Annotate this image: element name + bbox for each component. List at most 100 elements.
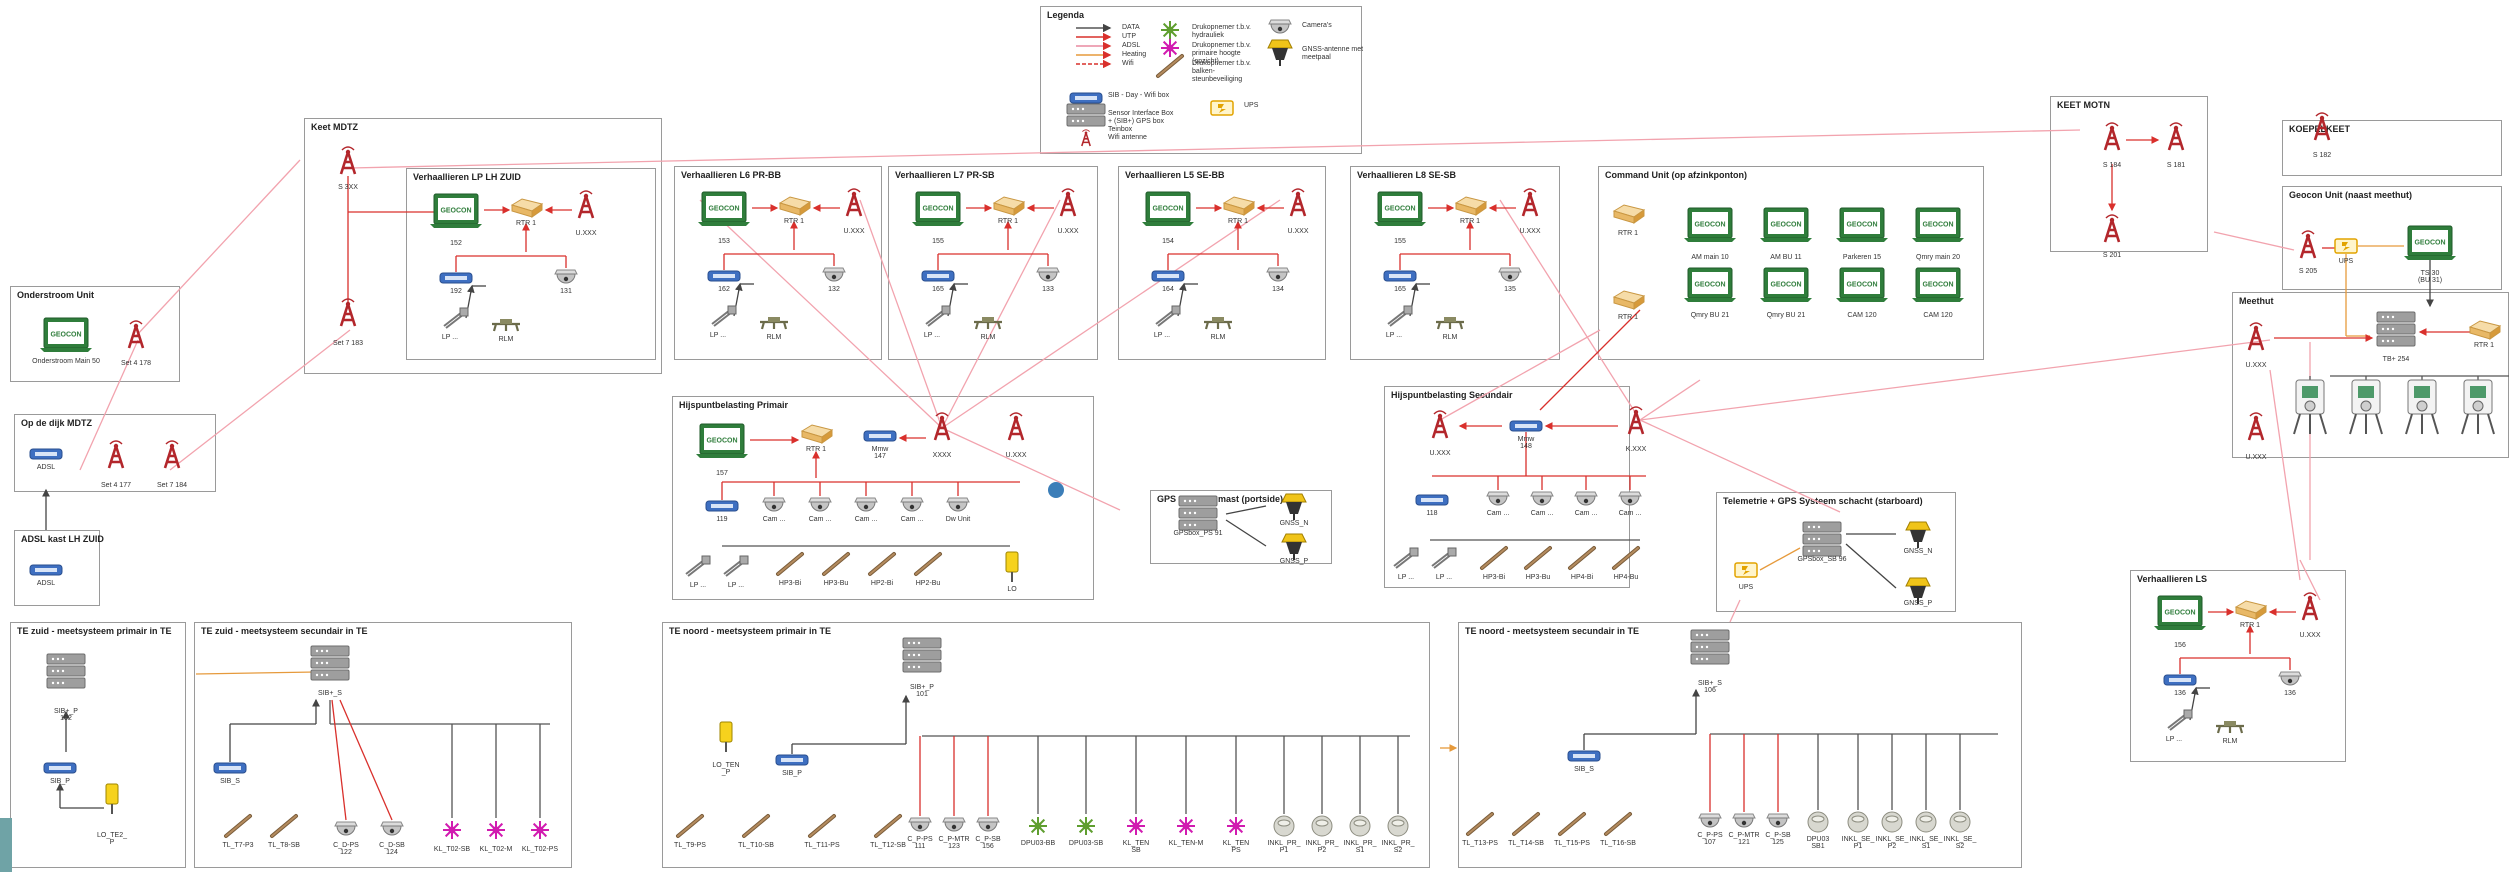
router-icon: [510, 198, 544, 218]
box-title: Telemetrie + GPS Systeem schacht (starbo…: [1723, 496, 1923, 506]
legend-symbol-label: Drukopnemer t.b.v. primaire hoogte (opzi…: [1192, 42, 1252, 65]
node-label: KL_T02-SB: [433, 846, 471, 853]
geocon-laptop-icon: GEOCON: [1836, 207, 1888, 242]
dome-camera-icon: [1618, 491, 1642, 506]
connection-line: [1225, 505, 1267, 515]
connection-line: [1729, 599, 1741, 623]
geocon-laptop-icon: GEOCON: [1760, 267, 1812, 302]
node-label: INKL_SE_S2: [1943, 836, 1977, 850]
node-label: GNSS_P: [1279, 558, 1309, 565]
pressure-sensor-magenta-icon: [487, 821, 505, 839]
router-icon: [1612, 290, 1646, 310]
sib-box-icon: [1567, 750, 1601, 762]
node-label: TL_T9-PS: [674, 842, 706, 849]
total-station-icon: [2461, 379, 2495, 435]
node-label: LP ...: [1385, 332, 1403, 339]
node-label: 156: [2174, 642, 2186, 649]
node-label: LP ...: [1397, 574, 1415, 581]
level-sensor-icon: [719, 721, 733, 752]
sib-box-icon: [1069, 92, 1103, 104]
dome-camera-icon: [808, 497, 832, 512]
dome-camera-icon: [900, 497, 924, 512]
wifi-antenna-icon: [1081, 129, 1091, 147]
node-label: LP ...: [1435, 574, 1453, 581]
geocon-unit-box: Geocon Unit (naast meethut): [2282, 186, 2502, 290]
node-label: INKL_PR_P2: [1305, 840, 1339, 854]
box-title: Verhaallieren L5 SE-BB: [1125, 170, 1225, 180]
dome-camera-icon: [1486, 491, 1510, 506]
node-label: ADSL: [36, 464, 56, 471]
gnss-antenna-icon: [1905, 577, 1931, 604]
lp-sensor-icon: [1387, 305, 1413, 327]
connection-line: [339, 699, 393, 821]
wifi-antenna-icon: [2313, 112, 2331, 141]
legend-symbol-label: Drukopnemer t.b.v. hydrauliek: [1192, 24, 1252, 39]
node-label: RTR 1: [1227, 218, 1249, 225]
node-label: U.XXX: [2299, 632, 2321, 639]
inclinometer-icon: [1273, 815, 1295, 837]
box-title: Hijspuntbelasting Secundair: [1391, 390, 1513, 400]
lp-sensor-icon: [711, 305, 737, 327]
node-label: SIB_S: [220, 778, 240, 785]
node-label: Onderstroom Main 50: [32, 358, 100, 365]
rlm-sensor-icon: [974, 317, 1002, 330]
sib-box-icon: [1151, 270, 1185, 282]
dome-camera-icon: [1266, 267, 1290, 282]
ups-icon: [2334, 238, 2358, 254]
node-label: CAM 120: [1847, 312, 1877, 319]
strain-gauge-icon: [224, 814, 252, 838]
node-label: UPS: [2338, 258, 2354, 265]
legend-symbol-label: Sensor Interface Box + (SIB+) GPS box Te…: [1108, 110, 1174, 133]
node-label: KL_T02-M: [479, 846, 513, 853]
router-icon: [1222, 196, 1256, 216]
box-title: TE noord - meetsysteem secundair in TE: [1465, 626, 1640, 636]
sib-box-icon: [1383, 270, 1417, 282]
node-label: 132: [828, 286, 840, 293]
box-title: GPS Systeem mast (portside): [1157, 494, 1284, 504]
legend-title: Legenda: [1047, 10, 1085, 20]
dome-camera-icon: [1268, 19, 1292, 34]
wifi-antenna-icon: [1059, 188, 1077, 217]
geocon-laptop-icon: GEOCON: [1912, 267, 1964, 302]
node-label: 136: [2174, 690, 2186, 697]
rlm-sensor-icon: [1204, 317, 1232, 330]
wifi-antenna-icon: [845, 188, 863, 217]
legend-symbol-label: SIB - Day - Wifi box: [1108, 92, 1170, 99]
sib-box-icon: [29, 448, 63, 460]
wifi-link: [859, 199, 943, 429]
strain-gauge-icon: [1568, 546, 1596, 570]
server-box-icon: [1690, 629, 1730, 665]
wifi-antenna-icon: [2167, 122, 2185, 151]
box-title: TE zuid - meetsysteem secundair in TE: [201, 626, 368, 636]
node-label: INKL_PR_S1: [1343, 840, 1377, 854]
connection-line: [331, 699, 347, 821]
wifi-antenna-icon: [1007, 412, 1025, 441]
wifi-link: [1639, 379, 1701, 421]
dome-camera-icon: [1732, 813, 1756, 828]
pressure-sensor-magenta-icon: [1161, 39, 1179, 57]
node-label: LP ...: [1153, 332, 1171, 339]
wifi-link: [699, 199, 943, 429]
node-label: RLM: [766, 334, 782, 341]
node-label: HP3-Bi: [1482, 574, 1506, 581]
lp-sensor-icon: [443, 307, 469, 329]
strain-gauge-icon: [1558, 812, 1586, 836]
node-label: RTR 1: [515, 220, 537, 227]
strain-gauge-icon: [1466, 812, 1494, 836]
node-label: AM main 10: [1691, 254, 1729, 261]
geocon-laptop-icon: GEOCON: [696, 423, 748, 458]
server-box-icon: [1178, 495, 1218, 531]
gnss-antenna-icon: [1281, 493, 1307, 520]
command-unit-box: Command Unit (op afzinkponton): [1598, 166, 1984, 360]
node-label: RLM: [980, 334, 996, 341]
rlm-sensor-icon: [760, 317, 788, 330]
node-label: S 205: [2298, 268, 2318, 275]
dome-camera-icon: [854, 497, 878, 512]
node-label: TL_T13-PS: [1462, 840, 1498, 847]
ups-icon: [1734, 562, 1758, 578]
lp-sensor-icon: [1155, 305, 1181, 327]
